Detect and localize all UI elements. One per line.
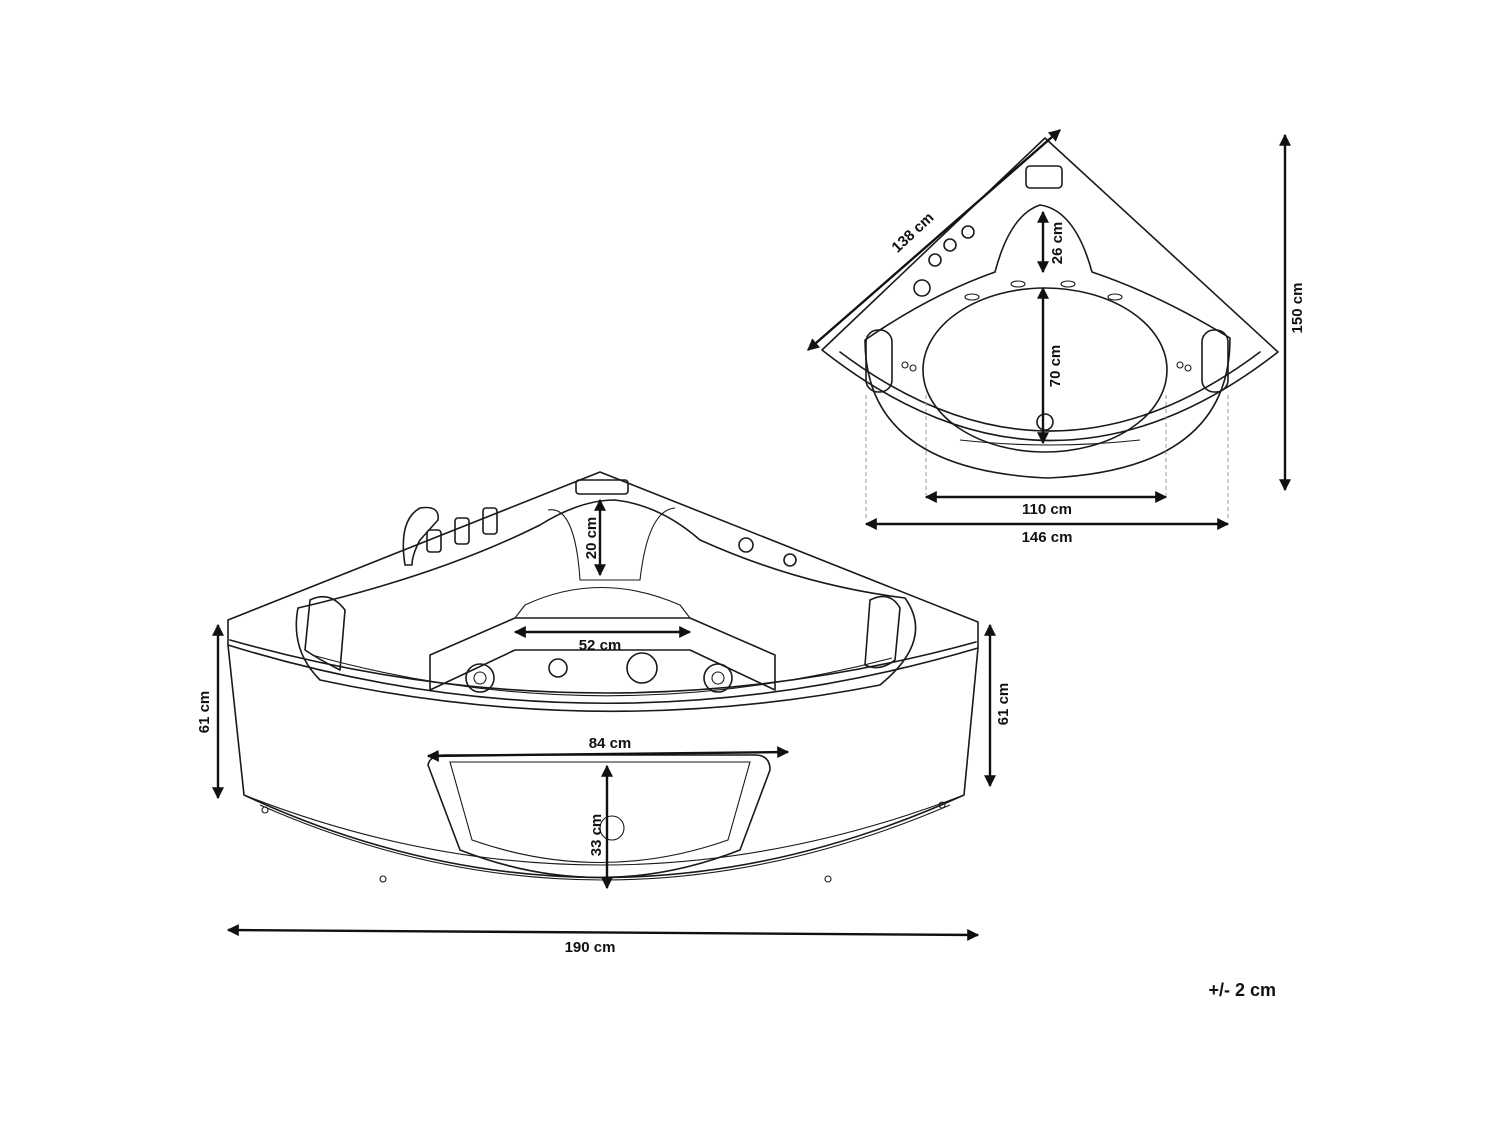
tolerance-note: +/- 2 cm xyxy=(1208,980,1276,1000)
window-height-label: 33 cm xyxy=(588,814,605,857)
window-width-label: 84 cm xyxy=(589,735,632,752)
dimension-lines xyxy=(212,129,1291,941)
top-basin-width-label: 110 cm xyxy=(1022,501,1072,518)
top-basin-depth-label: 70 cm xyxy=(1047,345,1064,388)
front-height-left-label: 61 cm xyxy=(196,691,213,734)
seat-width-label: 52 cm xyxy=(579,637,622,654)
top-diagonal-label: 138 cm xyxy=(889,209,938,256)
top-seat-depth-label: 26 cm xyxy=(1049,222,1066,265)
front-width-label: 190 cm xyxy=(565,939,616,956)
seat-height-label: 20 cm xyxy=(583,517,600,560)
top-width-label: 146 cm xyxy=(1022,529,1073,546)
top-view-bathtub xyxy=(821,137,1279,520)
top-depth-label: 150 cm xyxy=(1289,283,1306,334)
front-height-right-label: 61 cm xyxy=(995,683,1012,726)
